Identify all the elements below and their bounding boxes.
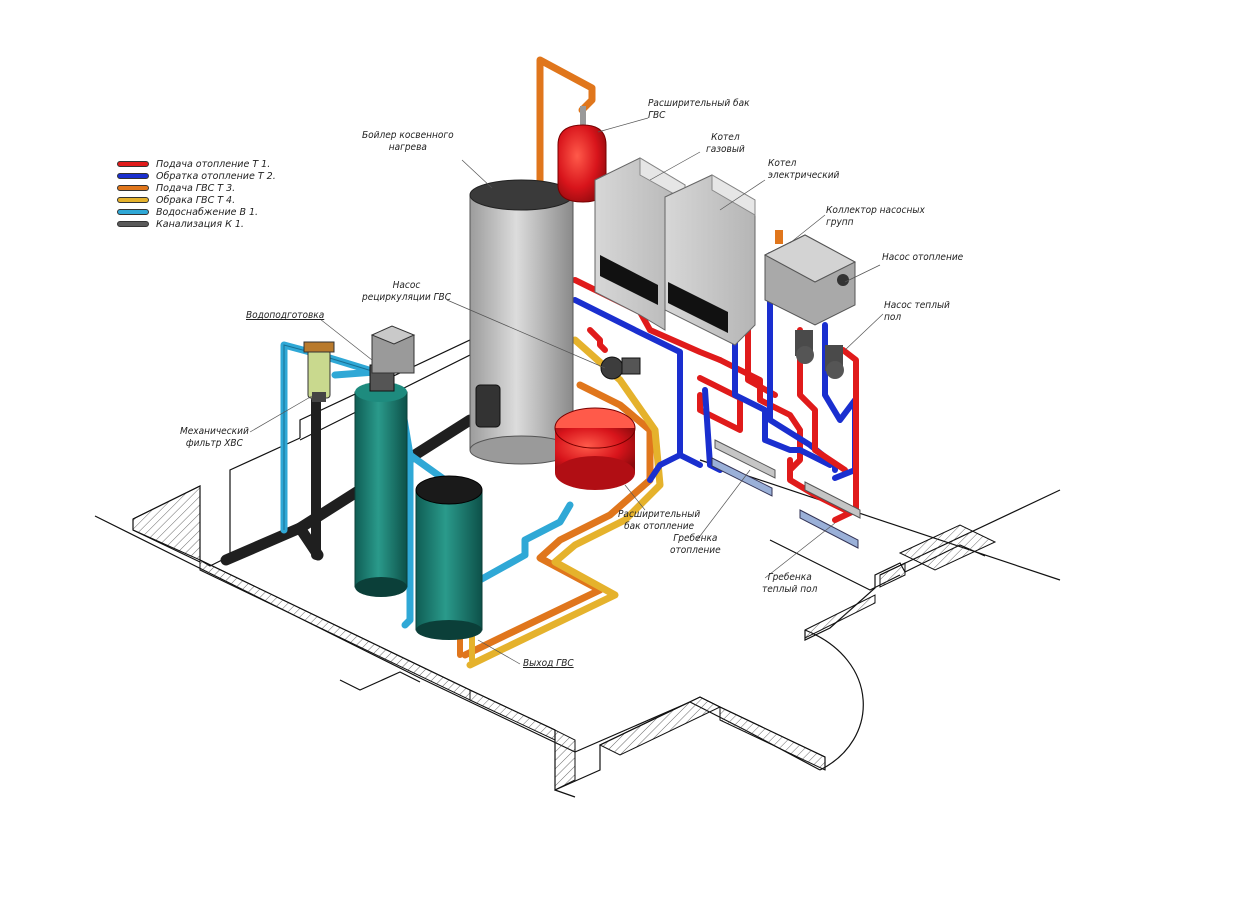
legend-label: Обратка отопление Т 2. xyxy=(156,170,276,182)
mechanical-filter xyxy=(303,341,335,402)
label-mechanical-filter: Механический фильтр ХВС xyxy=(180,426,249,449)
label-floor-pump: Насос теплый пол xyxy=(884,300,950,323)
legend-label: Канализация К 1. xyxy=(156,218,244,230)
legend-label: Подача отопление Т 1. xyxy=(156,158,271,170)
label-heating-manifold: Гребенка отопление xyxy=(670,533,721,556)
legend-swatch xyxy=(117,197,149,203)
pipe-legend: Подача отопление Т 1. Обратка отопление … xyxy=(117,158,276,230)
legend-label: Водоснабжение В 1. xyxy=(156,206,259,218)
pump-collector xyxy=(763,230,857,379)
leader-lines xyxy=(249,117,884,665)
legend-row-sewer: Канализация К 1. xyxy=(117,218,276,230)
heating-expansion-tank xyxy=(554,407,636,490)
label-recirculation-pump: Насос рециркуляции ГВС xyxy=(362,280,451,303)
label-dhw-expansion-tank: Расширительный бак ГВС xyxy=(648,98,750,121)
legend-swatch xyxy=(117,185,149,191)
label-gas-boiler: Котел газовый xyxy=(706,132,745,155)
heating-manifold xyxy=(711,439,776,497)
label-electric-boiler: Котел электрический xyxy=(768,158,840,181)
recirculation-pump xyxy=(600,356,641,380)
label-dhw-outlet: Выход ГВС xyxy=(523,658,574,669)
legend-row-dhw-return: Обрака ГВС Т 4. xyxy=(117,194,276,206)
legend-swatch xyxy=(117,161,149,167)
label-pump-collector: Коллектор насосных групп xyxy=(826,205,925,228)
label-heating-pump: Насос отопление xyxy=(882,252,964,263)
legend-row-return: Обратка отопление Т 2. xyxy=(117,170,276,182)
legend-row-dhw-supply: Подача ГВС Т 3. xyxy=(117,182,276,194)
wall-hatching xyxy=(132,485,997,791)
legend-swatch xyxy=(117,209,149,215)
legend-swatch xyxy=(117,173,149,179)
legend-swatch xyxy=(117,221,149,227)
label-heating-expansion-tank: Расширительный бак отопление xyxy=(618,509,701,532)
legend-label: Подача ГВС Т 3. xyxy=(156,182,236,194)
gas-boiler xyxy=(594,157,686,331)
storage-tank xyxy=(415,475,483,640)
label-water-treatment: Водоподготовка xyxy=(246,310,325,321)
water-softener xyxy=(354,325,416,597)
legend-row-supply: Подача отопление Т 1. xyxy=(117,158,276,170)
label-floor-manifold: Гребенка теплый пол xyxy=(762,572,818,595)
label-indirect-boiler: Бойлер косвенного нагрева xyxy=(362,130,454,153)
legend-row-water: Водоснабжение В 1. xyxy=(117,206,276,218)
legend-label: Обрака ГВС Т 4. xyxy=(156,194,236,206)
indirect-boiler xyxy=(469,179,574,465)
floor-manifold xyxy=(799,481,861,549)
electric-boiler xyxy=(664,174,756,346)
